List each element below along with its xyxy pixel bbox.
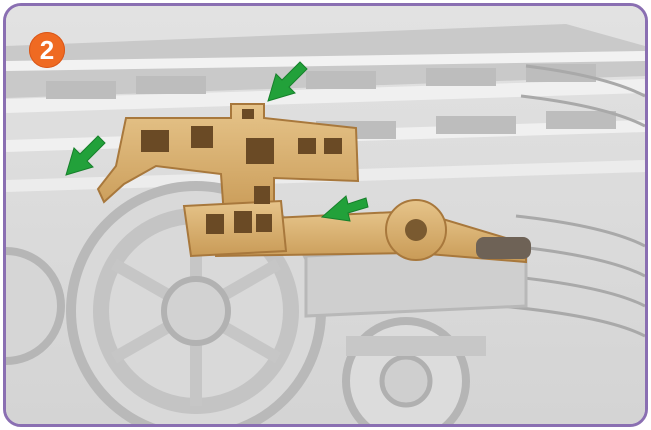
assembly-illustration (6, 6, 645, 424)
step-number-badge: 2 (29, 32, 65, 68)
illustration-frame: 2 (3, 3, 648, 427)
